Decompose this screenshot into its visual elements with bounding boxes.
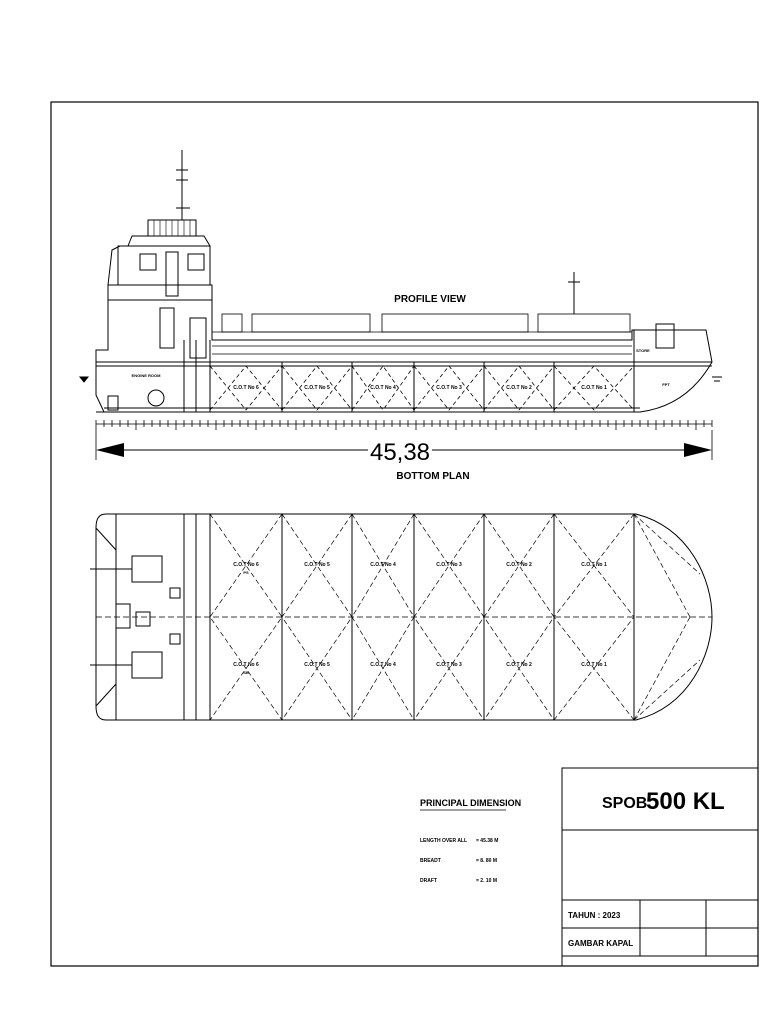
title-prefix: SPOB (602, 795, 647, 812)
sheet-border (50, 101, 759, 967)
title-main: 500 KL (646, 788, 725, 815)
plan-tank-labels-stbd: C.O.T No 6 C.O.T No 5 C.O.T No 4 C.O.T N… (233, 662, 607, 668)
drawing-row: GAMBAR KAPAL (568, 939, 633, 948)
profile-tank-label: C.O.T No 5 (304, 385, 330, 391)
profile-view (78, 150, 722, 413)
frame-scale (95, 420, 713, 430)
dimension-label: LENGTH OVER ALL (420, 838, 467, 844)
dimension-label: BREADT (420, 858, 441, 864)
tank-side-ps: PS (243, 570, 249, 575)
profile-tank-labels: C.O.T No 6 C.O.T No 5 C.O.T No 4 C.O.T N… (233, 385, 607, 391)
plan-tank-label: C.O.T No 3 (436, 562, 462, 568)
plan-tank-label: C.O.T No 5 (304, 562, 330, 568)
overall-length-value: 45,38 (370, 439, 430, 466)
plan-tank-label: C.O.T No 6 (233, 662, 259, 668)
fpt-label: FPT (662, 382, 670, 387)
bottom-plan-label: BOTTOM PLAN (396, 471, 469, 482)
plan-tank-label: C.O.T No 4 (370, 562, 396, 568)
profile-tank-label: C.O.T No 2 (506, 385, 532, 391)
arrow-left-icon (96, 443, 124, 457)
principal-dimension-heading: PRINCIPAL DIMENSION (420, 798, 521, 808)
plan-tank-label: C.O.T No 1 (581, 662, 607, 668)
year-row: TAHUN : 2023 (568, 911, 621, 920)
engine-room-label: ENGINE ROOM (132, 373, 162, 378)
dimension-label: DRAFT (420, 878, 437, 884)
profile-tank-label: C.O.T No 3 (436, 385, 462, 391)
profile-tank-label: C.O.T No 6 (233, 385, 259, 391)
plan-tank-label: C.O.T No 2 (506, 662, 532, 668)
plan-tank-label: C.O.T No 4 (370, 662, 396, 668)
store-label: STORE (636, 348, 650, 353)
profile-tank-label: C.O.T No 1 (581, 385, 607, 391)
tank-side-sb: SB (243, 670, 249, 675)
plan-tank-label: C.O.T No 2 (506, 562, 532, 568)
plan-tank-labels-port: C.O.T No 6 C.O.T No 5 C.O.T No 4 C.O.T N… (233, 562, 607, 568)
dimension-value: = 45.38 M (476, 838, 498, 844)
profile-tank-label: C.O.T No 4 (370, 385, 396, 391)
arrow-right-icon (684, 443, 712, 457)
plan-tank-label: C.O.T No 6 (233, 562, 259, 568)
profile-view-label: PROFILE VIEW (394, 294, 466, 305)
plan-tank-label: C.O.T No 1 (581, 562, 607, 568)
plan-hull-outline (95, 513, 713, 721)
plan-tank-label: C.O.T No 3 (436, 662, 462, 668)
title-block (561, 767, 759, 967)
dimension-value: = 8. 80 M (476, 858, 497, 864)
plan-tank-label: C.O.T No 5 (304, 662, 330, 668)
bottom-plan (90, 513, 713, 721)
dimension-value: = 2. 10 M (476, 878, 497, 884)
hull-outline (95, 299, 713, 413)
length-dimension-line (95, 430, 713, 460)
